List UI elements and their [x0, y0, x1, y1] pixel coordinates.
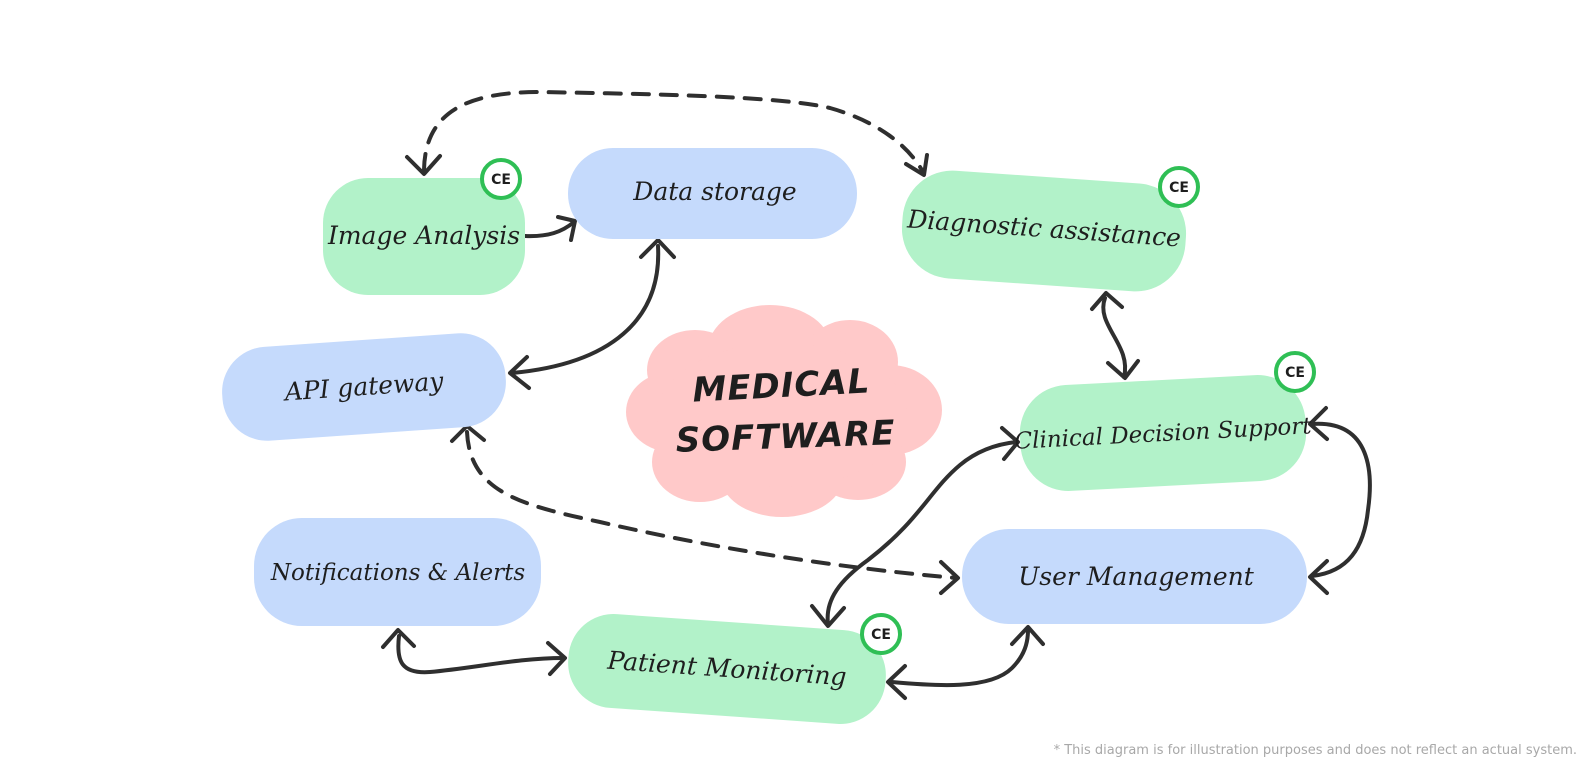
arrowhead — [1000, 426, 1020, 461]
arrowhead — [405, 154, 442, 176]
connector-diagnostic-to-clinical-decision — [1090, 291, 1140, 380]
node-user-management[interactable]: User Management — [962, 529, 1307, 624]
node-clinical-decision-support[interactable]: Clinical Decision Support CE — [1012, 351, 1316, 494]
arrowhead — [1010, 625, 1045, 646]
ce-mark-icon: CE — [860, 613, 902, 655]
arrowhead — [381, 628, 416, 649]
node-shape — [568, 148, 857, 239]
node-label: User Management — [1018, 562, 1255, 591]
center-title-line2: SOFTWARE — [675, 413, 896, 461]
connector-image-analysis-to-data-storage — [523, 215, 577, 242]
node-shape — [254, 518, 541, 626]
arrowhead — [904, 153, 929, 177]
connector-notifications-to-patient-monitoring — [381, 628, 567, 676]
ce-mark-icon: CE — [480, 158, 522, 200]
svg-text:CE: CE — [871, 627, 891, 643]
arrowhead — [1106, 359, 1140, 380]
node-shape — [222, 333, 506, 441]
node-image-analysis[interactable]: Image Analysis CE — [323, 158, 525, 295]
node-shape — [962, 529, 1307, 624]
arrowhead — [886, 664, 907, 700]
node-data-storage[interactable]: Data storage — [568, 148, 857, 239]
node-shape — [901, 170, 1187, 292]
arrowhead — [939, 560, 960, 595]
connector-patient-monitoring-to-user-management — [886, 625, 1045, 700]
arrowhead — [508, 355, 531, 390]
svg-text:CE: CE — [1285, 365, 1305, 381]
node-notifications-alerts[interactable]: Notifications & Alerts — [254, 518, 541, 626]
footnote: * This diagram is for illustration purpo… — [1053, 743, 1577, 758]
connectors — [381, 90, 1372, 700]
node-shape — [323, 178, 525, 295]
arrowhead — [556, 215, 577, 242]
node-diagnostic-assistance[interactable]: Diagnostic assistance CE — [899, 166, 1200, 295]
connector-data-storage-to-api-gateway — [508, 238, 676, 390]
node-label: Notifications & Alerts — [270, 560, 525, 586]
arrowhead — [546, 641, 567, 676]
connector-clinical-decision-to-user-management — [1308, 406, 1372, 595]
arrowhead — [1090, 291, 1124, 311]
connector-patient-monitoring-to-clinical-decision — [810, 426, 1020, 628]
svg-text:CE: CE — [491, 172, 511, 188]
node-api-gateway[interactable]: API gateway — [219, 330, 509, 444]
connector-image-analysis-to-diagnostic-assistance — [405, 90, 929, 177]
node-shape — [568, 614, 886, 724]
center-title-line1: MEDICAL — [692, 361, 872, 410]
svg-text:CE: CE — [1169, 180, 1189, 196]
cloud-shape — [626, 305, 942, 517]
arrowhead — [1308, 406, 1329, 441]
arrowhead — [1308, 559, 1329, 595]
node-patient-monitoring[interactable]: Patient Monitoring CE — [565, 611, 902, 727]
center-cloud: MEDICAL SOFTWARE — [626, 305, 942, 517]
arrowhead — [810, 604, 846, 628]
node-label: Data storage — [632, 177, 796, 206]
arrowhead — [639, 238, 676, 259]
node-shape — [1019, 375, 1307, 491]
ce-mark-icon: CE — [1274, 351, 1316, 393]
ce-mark-icon: CE — [1158, 166, 1200, 208]
node-label: Image Analysis — [327, 221, 520, 250]
